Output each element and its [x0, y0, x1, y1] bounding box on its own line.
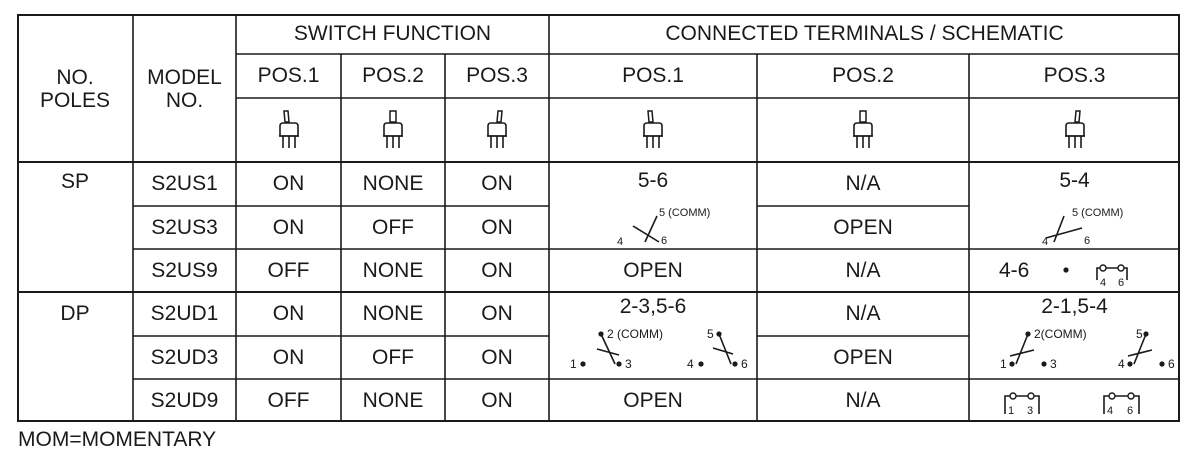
dp-pos1-label: 2-3,5-6: [619, 295, 687, 319]
dp-pos1-t5: 5: [707, 327, 714, 341]
sp9-t6: 6: [1118, 277, 1124, 289]
conn-pos2-cell: N/A: [845, 302, 881, 326]
model-cell: S2US9: [151, 258, 218, 282]
poles-dp: DP: [60, 302, 90, 325]
sp-pos3-schematic: 5 (COMM) 4 6: [1042, 207, 1123, 248]
dp-pos1-t4: 4: [687, 357, 694, 371]
dp9-t3: 3: [1027, 405, 1033, 417]
toggle-lever-right-icon: [969, 98, 1180, 162]
sp-pos3-t4: 4: [1042, 236, 1048, 248]
func-pos1-cell: ON: [272, 302, 305, 326]
header-model-no: MODEL NO.: [147, 65, 222, 112]
model-cell: S2UD1: [150, 302, 219, 326]
toggle-lever-left-icon: [236, 98, 341, 162]
dp-pos3-comm: 2(COMM): [1034, 327, 1087, 341]
dp-pos3-label: 2-1,5-4: [1041, 295, 1108, 319]
header-func-pos3: POS.3: [466, 64, 528, 88]
toggle-lever-center-icon: [341, 98, 445, 162]
dp-pos3-t1: 1: [1000, 357, 1007, 371]
func-pos3-cell: ON: [481, 388, 513, 412]
func-pos2-cell: NONE: [362, 258, 424, 282]
sp-pos3-label: 5-4: [1059, 169, 1090, 193]
sp-pos3-t6: 6: [1084, 235, 1090, 247]
conn-pos2-cell: N/A: [845, 258, 881, 282]
func-pos1-cell: OFF: [267, 258, 310, 282]
dp9-t4: 4: [1107, 405, 1113, 417]
header-connected-terminals: CONNECTED TERMINALS / SCHEMATIC: [665, 22, 1064, 46]
footnote: MOM=MOMENTARY: [18, 428, 217, 451]
conn-pos2-cell: OPEN: [833, 345, 893, 369]
dp-pos3-t3: 3: [1050, 357, 1057, 371]
model-cell: S2UD9: [150, 388, 219, 412]
header-conn-pos3: POS.3: [1043, 64, 1106, 88]
conn-pos3-label: 4-6: [999, 258, 1030, 282]
func-pos1-cell: ON: [272, 345, 305, 369]
func-pos3-cell: ON: [481, 258, 513, 282]
sp-pos1-label: 5-6: [637, 169, 669, 193]
toggle-lever-right-icon: [445, 98, 549, 162]
sp9-t4: 4: [1100, 277, 1106, 289]
model-cell: S2US3: [151, 215, 218, 239]
dp-pos3-schematic: 2(COMM) 1 3 5 4 6: [1000, 327, 1175, 371]
func-pos1-cell: ON: [272, 215, 305, 239]
header-switch-function: SWITCH FUNCTION: [293, 22, 492, 46]
func-pos1-cell: ON: [272, 172, 305, 196]
conn-pos1-cell: OPEN: [623, 388, 683, 412]
func-pos2-cell: NONE: [362, 302, 424, 326]
func-pos3-cell: ON: [481, 215, 513, 239]
func-pos2-cell: NONE: [362, 172, 424, 196]
sp-pos1-t4: 4: [617, 236, 623, 248]
dp-pos1-comm: 2 (COMM): [607, 327, 663, 341]
dp-pos1-schematic: 2 (COMM) 1 3 5 4 6: [570, 327, 748, 371]
sp-pos1-schematic: 5 (COMM) 4 6: [617, 207, 710, 248]
sp-pos3-comm: 5 (COMM): [1072, 207, 1123, 219]
sp-pos1-comm: 5 (COMM): [659, 207, 710, 219]
toggle-lever-center-icon: [757, 98, 969, 162]
dp9-t6: 6: [1127, 405, 1133, 417]
func-pos3-cell: ON: [481, 302, 513, 326]
func-pos2-cell: OFF: [372, 345, 414, 369]
func-pos3-cell: ON: [481, 345, 513, 369]
func-pos2-cell: OFF: [372, 215, 414, 239]
dp-pos3-t5: 5: [1136, 327, 1143, 341]
header-conn-pos2: POS.2: [832, 64, 894, 88]
dp-pos3-t4: 4: [1118, 357, 1125, 371]
toggle-lever-left-icon: [549, 98, 757, 162]
conn-pos2-cell: OPEN: [833, 215, 893, 239]
func-pos3-cell: ON: [481, 172, 513, 196]
conn-pos2-cell: N/A: [845, 388, 881, 412]
model-cell: S2US1: [151, 172, 218, 196]
table-grid: [17, 14, 1180, 422]
header-conn-pos1: POS.1: [622, 64, 684, 88]
dp9-t1: 1: [1008, 405, 1014, 417]
poles-sp: SP: [60, 170, 89, 193]
dp-pos1-t6: 6: [741, 357, 748, 371]
conn-pos2-cell: N/A: [845, 172, 881, 196]
sp9-pos3-schematic: 4 6: [1063, 264, 1128, 289]
dp-pos3-t6: 6: [1168, 357, 1175, 371]
dp-pos1-t1: 1: [570, 357, 577, 371]
header-func-pos1: POS.1: [257, 64, 320, 88]
header-func-pos2: POS.2: [362, 64, 424, 88]
sp-pos1-t6: 6: [661, 235, 667, 247]
func-pos1-cell: OFF: [267, 388, 310, 412]
dp9-pos3-schematic: 1 3 4 6: [1004, 392, 1140, 417]
dp-pos1-t3: 3: [625, 357, 632, 371]
switch-table: NO. POLES MODEL NO. SWITCH FUNCTION CONN…: [17, 14, 1180, 422]
header-no-poles: NO. POLES: [39, 65, 111, 112]
model-cell: S2UD3: [150, 345, 219, 369]
conn-pos1-cell: OPEN: [623, 258, 683, 282]
func-pos2-cell: NONE: [362, 388, 424, 412]
